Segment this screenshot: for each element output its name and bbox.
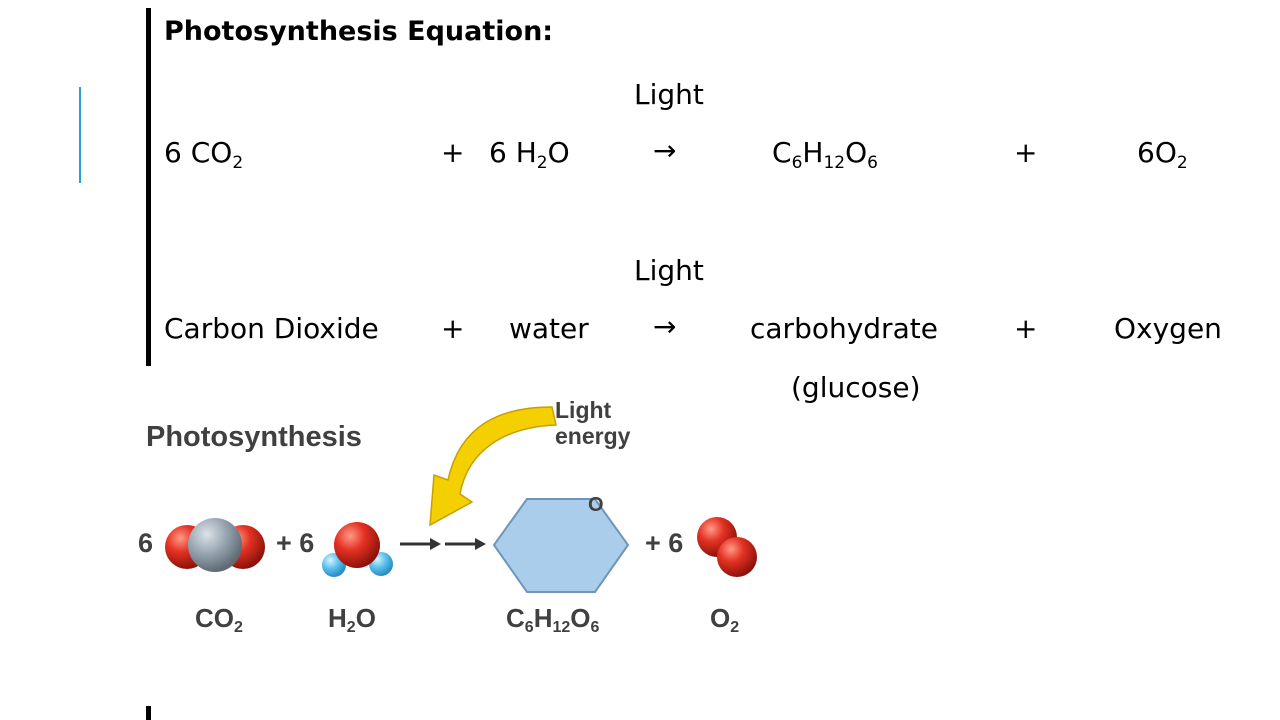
eq1-condition: Light <box>634 78 704 111</box>
eq2-glucose-note: (glucose) <box>791 371 921 404</box>
o2-molecule <box>697 517 757 577</box>
slide-heading: Photosynthesis Equation: <box>164 16 554 47</box>
eq2-product-carbohydrate: carbohydrate <box>750 312 938 345</box>
eq1-arrow: → <box>653 134 677 167</box>
eq2-product-oxygen: Oxygen <box>1114 312 1222 345</box>
eq2-condition: Light <box>634 254 704 287</box>
eq1-plus-1: + <box>441 136 465 169</box>
eq1-reactant-co2: 6 CO2 <box>164 136 244 173</box>
eq1-product-o2: 6O2 <box>1137 136 1188 173</box>
light-energy-label: Light energy <box>555 397 631 449</box>
accent-line <box>79 87 81 183</box>
reaction-arrows <box>400 538 486 550</box>
o2-plus-coefficient: + 6 <box>645 528 684 558</box>
diagram-title: Photosynthesis <box>146 421 362 453</box>
eq1-reactant-h2o: 6 H2O <box>489 136 570 173</box>
co2-coefficient: 6 <box>138 528 154 558</box>
eq2-reactant-water: water <box>509 312 589 345</box>
eq1-plus-2: + <box>1014 136 1038 169</box>
eq2-plus-2: + <box>1014 312 1038 345</box>
eq2-arrow: → <box>653 310 677 343</box>
glucose-molecule <box>492 498 630 593</box>
left-rule <box>146 8 151 366</box>
eq2-plus-1: + <box>441 312 465 345</box>
left-rule-bottom <box>146 706 151 720</box>
light-energy-arrow <box>429 406 557 527</box>
eq2-reactant-carbon-dioxide: Carbon Dioxide <box>164 312 379 345</box>
glucose-label: C6H12O6 <box>506 603 600 636</box>
eq1-product-glucose: C6H12O6 <box>772 136 878 173</box>
h2o-plus-coefficient: + 6 <box>276 528 315 558</box>
photosynthesis-diagram: Photosynthesis Light energy 6 + 6 O + 6 … <box>130 395 780 650</box>
o2-label: O2 <box>710 603 740 636</box>
co2-label: CO2 <box>195 603 243 636</box>
h2o-label: H2O <box>328 603 376 636</box>
ring-oxygen-label: O <box>588 494 604 516</box>
molecule-illustration <box>165 406 757 593</box>
h2o-molecule <box>322 522 393 577</box>
co2-molecule <box>165 518 265 572</box>
